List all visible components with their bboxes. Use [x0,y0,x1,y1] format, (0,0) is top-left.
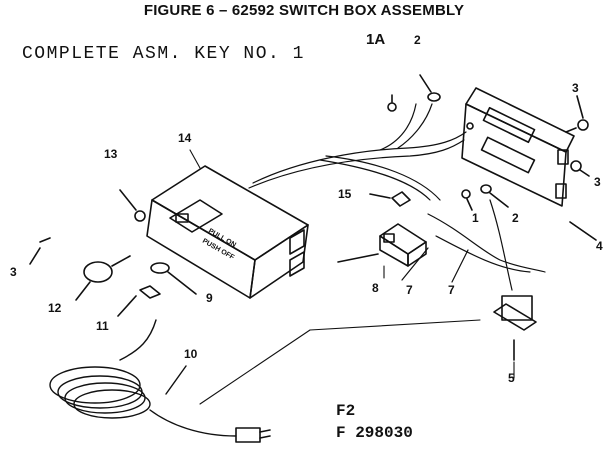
clamp-11 [117,285,161,317]
callout-9: 9 [206,291,213,305]
callout-2-bottom: 2 [512,211,519,225]
drawing-code-number: F 298030 [336,424,413,442]
callout-1: 1 [472,211,479,225]
callout-8: 8 [372,281,379,295]
callout-7-left: 7 [406,283,413,297]
switch-box-housing [146,165,309,299]
callout-3-left: 3 [10,265,17,279]
callout-10: 10 [184,347,198,361]
wire-nut-15 [369,191,411,207]
figure-title: FIGURE 6 – 62592 SWITCH BOX ASSEMBLY [143,2,465,19]
leader-lines [189,149,597,405]
back-plate [461,87,575,207]
washer-2-top [419,74,441,102]
plug [235,427,271,443]
callout-4: 4 [596,239,603,253]
callout-13: 13 [104,147,118,161]
callout-2-top: 2 [414,33,421,47]
callout-5: 5 [508,371,515,385]
callout-1a: 1A [366,31,385,48]
callout-14: 14 [178,131,192,145]
screw-3-lower [570,160,590,177]
callout-12: 12 [48,301,62,315]
terminal-wires [401,199,546,291]
callout-3-upper: 3 [572,81,579,95]
screw-3-upper [565,95,589,133]
callout-7-right: 7 [448,283,455,297]
callout-11: 11 [96,319,109,333]
toggle-switch [337,223,427,267]
screw-3-left [29,237,51,265]
callout-15: 15 [338,187,352,201]
relay-component [493,295,537,361]
nut-13 [119,189,146,222]
assembly-subtitle: COMPLETE ASM. KEY NO. 1 [22,44,305,64]
callout-3-lower: 3 [594,175,601,189]
lens-12 [75,255,131,301]
wire-harness [248,103,467,201]
washer-9 [150,262,197,295]
screw-1a [387,94,397,112]
washer-2-bottom [480,184,509,208]
screw-1 [461,189,473,211]
power-cord [49,319,237,437]
drawing-code-f2: F2 [336,402,356,420]
